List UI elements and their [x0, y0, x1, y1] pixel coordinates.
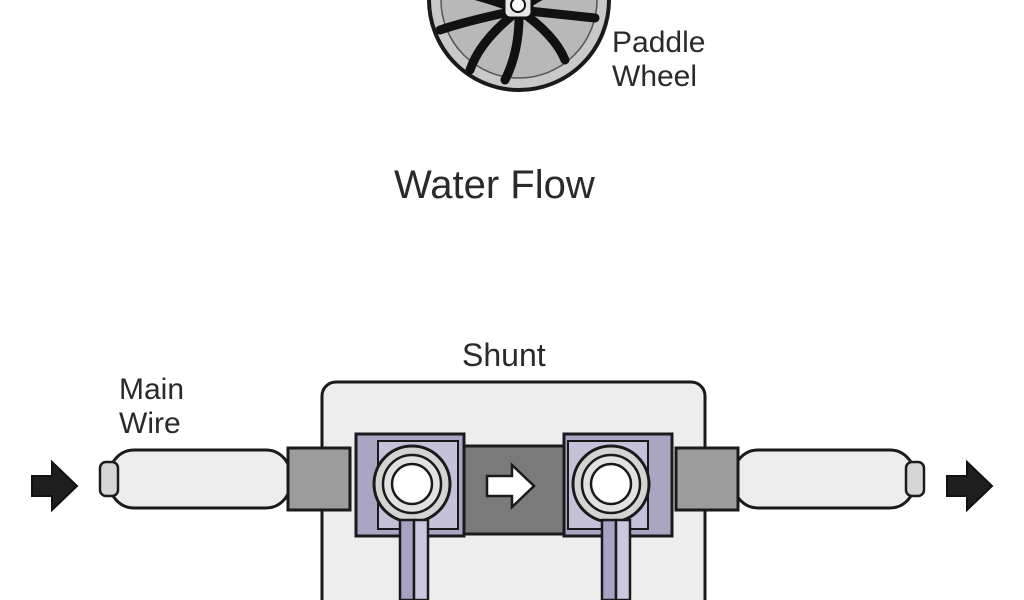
paddle-wheel-label-line1: Paddle — [612, 26, 706, 59]
shunt-terminal-left — [354, 432, 466, 538]
current-flow-arrow — [485, 462, 536, 510]
flow-arrow-right — [946, 459, 994, 513]
paddle-wheel — [427, 0, 611, 92]
main-wire-label: Main Wire — [119, 373, 184, 441]
shunt-label: Shunt — [462, 337, 546, 373]
meter-lead-left — [398, 518, 430, 600]
meter-lead-right — [600, 518, 632, 600]
paddle-wheel-label-line2: Wheel — [612, 60, 698, 93]
main-wire-right — [674, 446, 926, 512]
main-wire-label-line1: Main — [119, 373, 185, 406]
water-flow-label: Water Flow — [394, 163, 595, 207]
flow-arrow-left — [31, 459, 79, 513]
shunt-terminal-right — [562, 432, 674, 538]
main-wire-label-line2: Wire — [119, 407, 181, 440]
main-wire-left — [98, 446, 352, 512]
paddle-wheel-label: Paddle Wheel — [612, 26, 705, 94]
